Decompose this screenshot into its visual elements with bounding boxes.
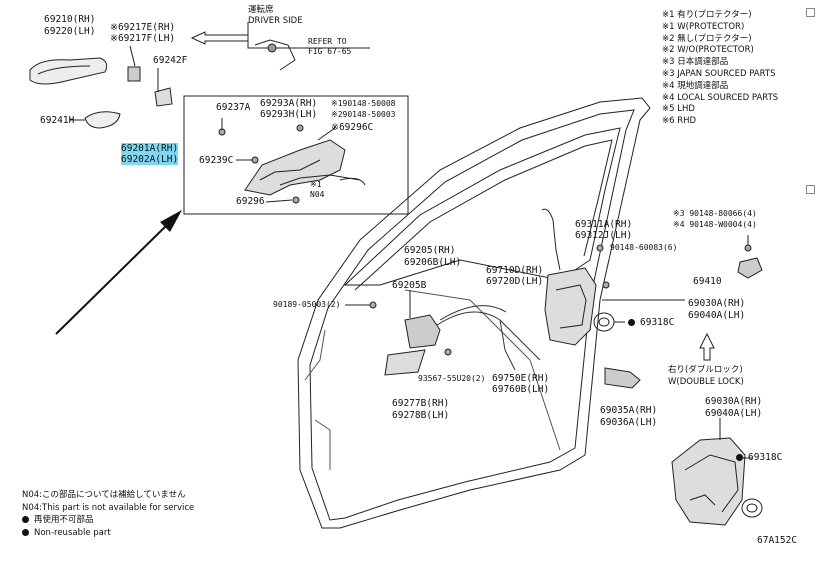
label-69318c-bot: 69318C <box>736 452 782 463</box>
label-69036a: 69036A(LH) <box>600 417 658 428</box>
door-frame-inner <box>309 109 635 521</box>
label-4-90148: ※4 90148-W0004(4) <box>673 220 757 229</box>
handle-bezel-part <box>384 349 426 376</box>
label-69242f: 69242F <box>153 55 188 66</box>
label-69040a-bot: 69040A(LH) <box>705 408 763 419</box>
label-69220: 69220(LH) <box>44 26 96 37</box>
label-69217f: ※69217F(LH) <box>110 33 176 44</box>
label-69318c-top: 69318C <box>628 317 674 328</box>
label-69293h: 69293H(LH) <box>260 109 318 120</box>
inside-handle-bracket <box>404 314 441 349</box>
label-69278b: 69278B(LH) <box>392 410 450 421</box>
label-69206b: 69206B(LH) <box>404 257 462 268</box>
label-69237a: 69237A <box>216 102 251 113</box>
door-striker-part <box>737 257 763 279</box>
up-arrow <box>699 332 715 361</box>
label-69311a: 69311A(RH) <box>575 219 633 230</box>
legend: ※1 有り(プロテクター) ※1 W(PROTECTOR) ※2 無し(プロテク… <box>662 10 778 128</box>
non-reusable-dot <box>22 528 29 536</box>
label-double-en: W(DOUBLE LOCK) <box>668 377 744 387</box>
legend-item: ※3 JAPAN SOURCED PARTS <box>662 68 776 79</box>
pointer-arrow <box>55 210 182 335</box>
label-69277b: 69277B(RH) <box>392 398 450 409</box>
inside-handle-assembly <box>244 139 346 196</box>
legend-item: ※4 現地調達部品 <box>662 80 729 91</box>
label-69312j: 69312J(LH) <box>575 230 633 241</box>
label-69040a-top: 69040A(LH) <box>688 310 746 321</box>
handle-cap-part <box>127 66 141 82</box>
label-n04: N04 <box>310 190 325 199</box>
label-69241h: 69241H <box>40 115 75 126</box>
label-69030a-top: 69030A(RH) <box>688 298 746 309</box>
corner-marker-top-right <box>806 8 815 17</box>
double-lock-seal-part <box>741 498 763 518</box>
label-69760b: 69760B(LH) <box>492 384 550 395</box>
legend-item: ※2 無し(プロテクター) <box>662 33 752 44</box>
label-refer1: REFER TO <box>308 37 347 46</box>
footnote-jp: N04:この部品については補給していません <box>22 490 186 500</box>
label-69710d: 69710D(RH) <box>486 265 544 276</box>
double-lock-assembly <box>671 437 746 526</box>
handle-cover-part <box>154 87 173 107</box>
door-frame-outline <box>297 97 651 529</box>
label-note1: ※1 <box>310 180 322 189</box>
label-double-jp: 右り(ダブルロック) <box>668 365 743 375</box>
label-69205: 69205(RH) <box>404 245 456 256</box>
lock-cylinder-part <box>604 367 641 389</box>
label-290148: ※290148-50003 <box>331 110 396 119</box>
label-69201a: 69201A(RH) <box>121 143 179 154</box>
non-reusable-dot <box>22 516 29 523</box>
label-69217e: ※69217E(RH) <box>110 22 176 33</box>
label-69210: 69210(RH) <box>44 14 96 25</box>
label-69205b: 69205B <box>392 280 427 291</box>
label-refer2: FIG 67-65 <box>308 47 352 56</box>
legend-item: ※2 W/O(PROTECTOR) <box>662 45 754 56</box>
label-190148: ※190148-50008 <box>331 99 396 108</box>
label-69035a: 69035A(RH) <box>600 405 658 416</box>
driver-side-arrow <box>190 31 249 45</box>
label-driver-jp: 運転席 <box>248 5 274 15</box>
detail-box <box>183 95 409 215</box>
legend-item: ※4 LOCAL SOURCED PARTS <box>662 92 779 103</box>
label-93567: 93567-55U20(2) <box>418 374 486 383</box>
label-69202a: 69202A(LH) <box>121 154 179 165</box>
figure-code: 67A152C <box>757 535 798 546</box>
outside-handle-part <box>29 57 108 85</box>
footnote-nonreuse-jp: 再使用不可部品 <box>22 514 194 527</box>
label-69239c: 69239C <box>199 155 234 166</box>
footnote-nonreuse-en: Non-reusable part <box>22 527 194 540</box>
label-90189: 90189-05003(2) <box>273 300 341 309</box>
label-69296: 69296 <box>236 196 265 207</box>
label-69296c: ※69296C <box>331 122 374 133</box>
label-69293a: 69293A(RH) <box>260 98 318 109</box>
lock-seal-part <box>593 312 615 332</box>
label-69720d: 69720D(LH) <box>486 276 544 287</box>
door-lock-assembly <box>544 267 597 346</box>
non-reusable-dot <box>628 319 635 326</box>
legend-item: ※1 有り(プロテクター) <box>662 10 752 20</box>
legend-item: ※6 RHD <box>662 116 697 127</box>
legend-item: ※5 LHD <box>662 104 695 115</box>
handle-pad-part <box>84 111 121 129</box>
label-3-90148: ※3 90148-80066(4) <box>673 209 757 218</box>
label-69030a-bot: 69030A(RH) <box>705 396 763 407</box>
window-frame <box>343 127 621 286</box>
footnotes: N04:この部品については補給していません N04:This part is n… <box>22 489 194 539</box>
non-reusable-dot <box>736 454 743 461</box>
label-69750e: 69750E(RH) <box>492 373 550 384</box>
footnote-en: N04:This part is not available for servi… <box>22 502 195 513</box>
legend-item: ※3 日本調達部品 <box>662 57 729 68</box>
corner-marker-mid-right <box>806 185 815 194</box>
label-90148-60083: 90148-60083(6) <box>610 243 678 252</box>
label-69410: 69410 <box>693 276 722 287</box>
label-driver-en: DRIVER SIDE <box>248 16 303 26</box>
legend-item: ※1 W(PROTECTOR) <box>662 21 745 32</box>
